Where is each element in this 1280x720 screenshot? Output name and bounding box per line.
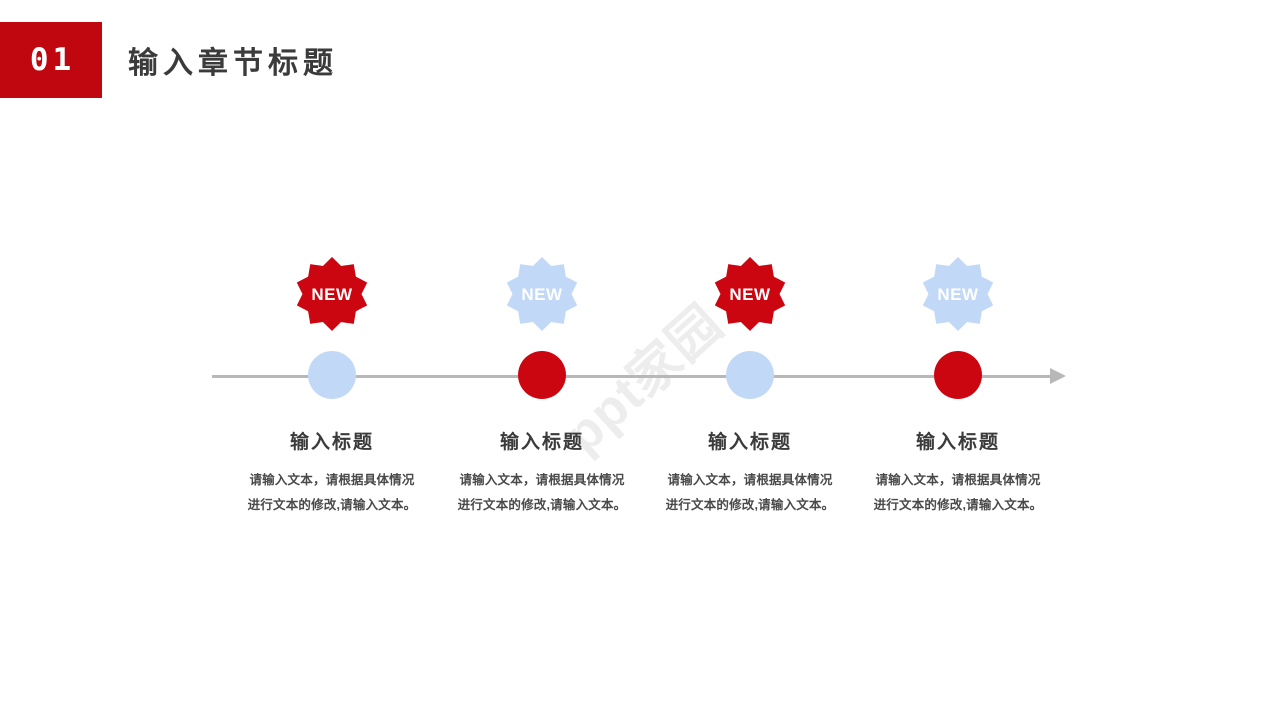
timeline-node[interactable]: NEW 输入标题请输入文本，请根据具体情况进行文本的修改,请输入文本。 — [222, 250, 442, 550]
timeline-dot[interactable] — [308, 351, 356, 399]
timeline-node-body: 请输入文本，请根据具体情况进行文本的修改,请输入文本。 — [247, 473, 417, 512]
page-title: 输入章节标题 — [128, 47, 338, 80]
new-badge[interactable]: NEW — [504, 256, 580, 332]
chapter-number-badge: 01 — [0, 22, 102, 98]
new-badge[interactable]: NEW — [294, 256, 370, 332]
new-badge-label: NEW — [311, 284, 353, 304]
new-badge[interactable]: NEW — [920, 256, 996, 332]
timeline-node-title: 输入标题 — [289, 432, 374, 453]
timeline-node-title: 输入标题 — [915, 432, 1000, 453]
timeline-dot[interactable] — [934, 351, 982, 399]
timeline-node[interactable]: NEW 输入标题请输入文本，请根据具体情况进行文本的修改,请输入文本。 — [640, 250, 860, 550]
new-badge-label: NEW — [937, 284, 979, 304]
timeline-node-body: 请输入文本，请根据具体情况进行文本的修改,请输入文本。 — [457, 473, 627, 512]
scallop-badge-icon — [296, 257, 368, 331]
timeline-node-title: 输入标题 — [499, 432, 584, 453]
new-badge[interactable]: NEW — [712, 256, 788, 332]
timeline-axis-line — [212, 375, 1054, 378]
timeline-node-body: 请输入文本，请根据具体情况进行文本的修改,请输入文本。 — [665, 473, 835, 512]
slide-header: 01 输入章节标题 — [0, 0, 1280, 120]
timeline-node-title: 输入标题 — [707, 432, 792, 453]
scallop-badge-icon — [922, 257, 994, 331]
timeline-dot[interactable] — [726, 351, 774, 399]
scallop-badge-icon — [506, 257, 578, 331]
timeline-node[interactable]: NEW 输入标题请输入文本，请根据具体情况进行文本的修改,请输入文本。 — [432, 250, 652, 550]
timeline-dot[interactable] — [518, 351, 566, 399]
timeline-arrow-icon — [1050, 368, 1066, 384]
new-badge-label: NEW — [729, 284, 771, 304]
timeline-node-body: 请输入文本，请根据具体情况进行文本的修改,请输入文本。 — [873, 473, 1043, 512]
scallop-badge-icon — [714, 257, 786, 331]
chapter-number-label: 01 — [29, 41, 76, 78]
new-badge-label: NEW — [521, 284, 563, 304]
timeline-node[interactable]: NEW 输入标题请输入文本，请根据具体情况进行文本的修改,请输入文本。 — [848, 250, 1068, 550]
